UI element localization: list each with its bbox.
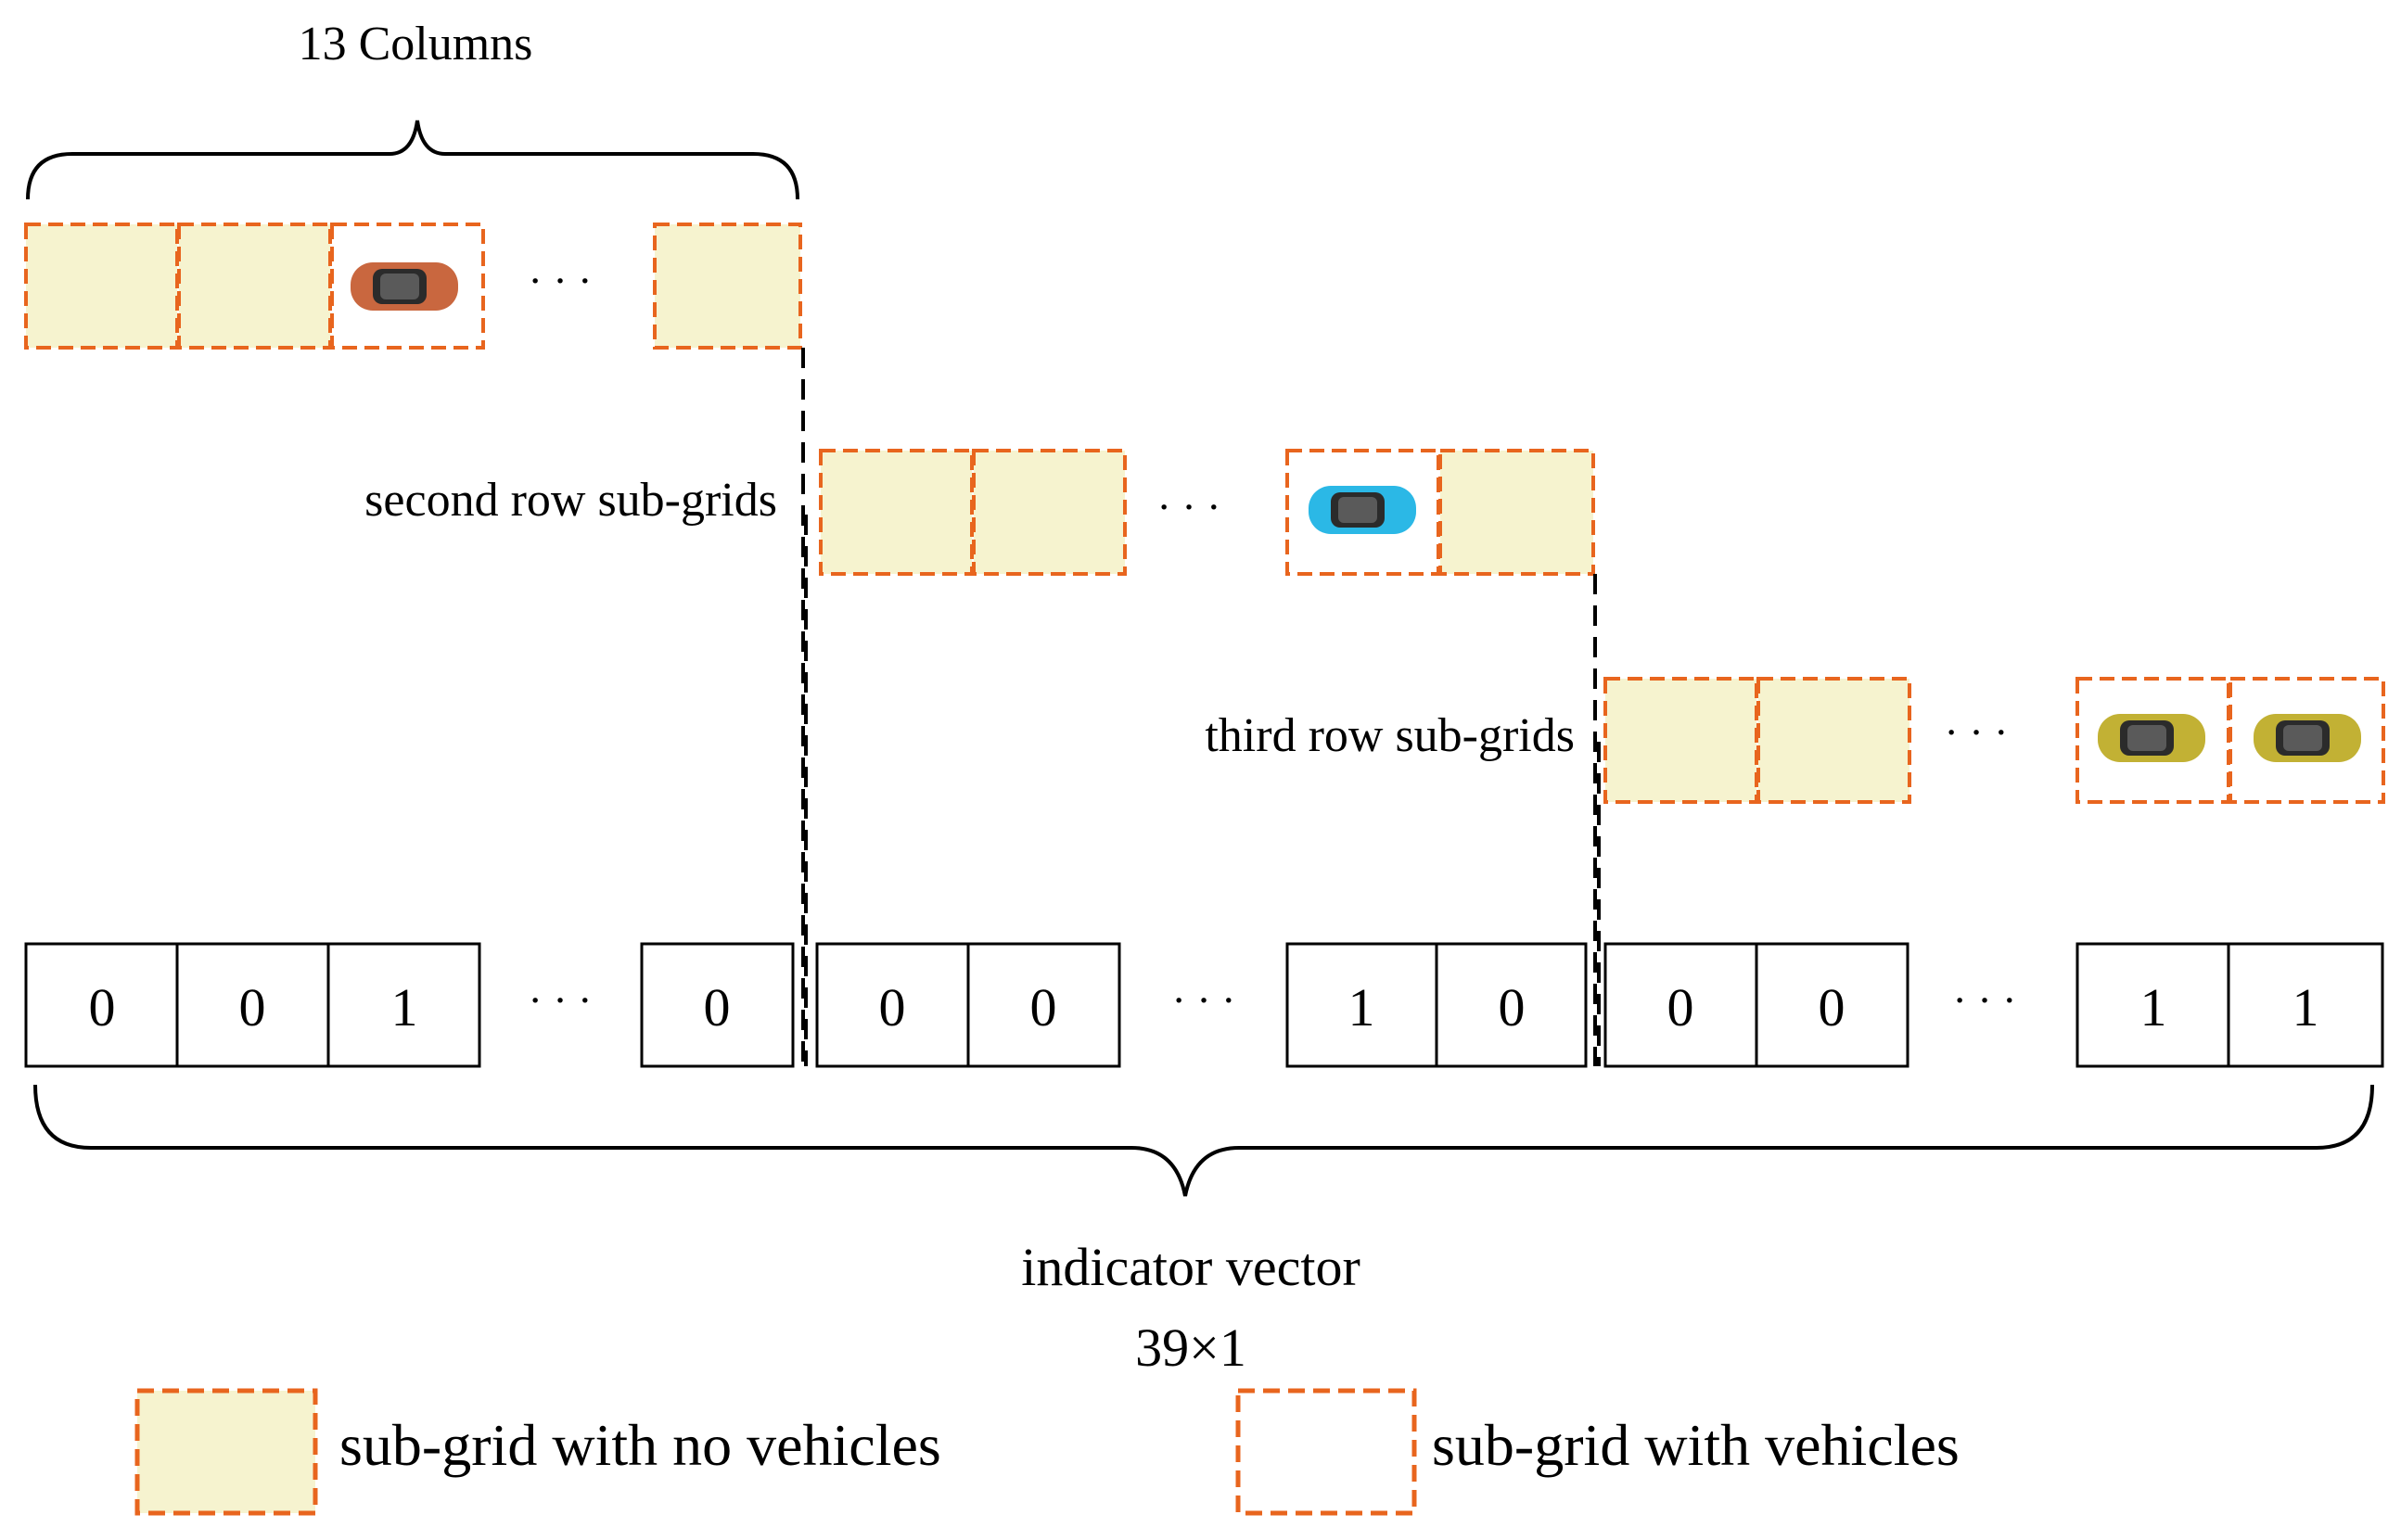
vector-cell bbox=[1285, 942, 1438, 1068]
ellipsis: · · · bbox=[1172, 976, 1236, 1024]
legend-occupied-label: sub-grid with vehicles bbox=[1432, 1412, 1960, 1478]
vector-cell bbox=[1755, 942, 1909, 1068]
ellipsis: · · · bbox=[1945, 708, 2009, 756]
vector-value: 0 bbox=[1819, 977, 1845, 1037]
dimension-label: 39×1 bbox=[1135, 1317, 1246, 1378]
vector-cell bbox=[2075, 942, 2230, 1068]
sub-grid-empty bbox=[177, 223, 332, 350]
sub-grid-empty bbox=[1603, 677, 1758, 804]
vector-cell bbox=[326, 942, 481, 1068]
vector-cell bbox=[1603, 942, 1758, 1068]
vector-value: 0 bbox=[879, 977, 906, 1037]
columns-label: 13 Columns bbox=[299, 18, 533, 70]
vector-cell bbox=[2227, 942, 2384, 1068]
first-row-sub-grids: · · · bbox=[24, 223, 802, 350]
vector-value: 0 bbox=[1499, 977, 1526, 1037]
vector-value: 1 bbox=[391, 977, 418, 1037]
car-icon bbox=[1309, 486, 1416, 534]
vector-cell bbox=[640, 942, 795, 1068]
sub-grid-empty bbox=[653, 223, 802, 350]
vector-value: 1 bbox=[1348, 977, 1375, 1037]
vector-value: 1 bbox=[2140, 977, 2167, 1037]
car-icon bbox=[2254, 714, 2361, 762]
third-row-sub-grids: · · · bbox=[1603, 677, 2385, 804]
vector-cell bbox=[1435, 942, 1588, 1068]
vector-cell bbox=[966, 942, 1121, 1068]
ellipsis: · · · bbox=[1953, 976, 2017, 1024]
indicator-vector: 0 0 1 · · · 0 0 0 · · · 1 0 0 0 · · · 1 … bbox=[24, 942, 2384, 1068]
indicator-label: indicator vector bbox=[1021, 1237, 1360, 1297]
third-row-label: third row sub-grids bbox=[1205, 709, 1575, 762]
sub-grid-empty bbox=[1756, 677, 1911, 804]
vector-value: 0 bbox=[704, 977, 731, 1037]
second-row-label: second row sub-grids bbox=[364, 474, 777, 527]
legend-occupied-swatch bbox=[1235, 1388, 1417, 1516]
sub-grid-empty bbox=[819, 449, 974, 576]
sub-grid-empty bbox=[24, 223, 179, 350]
legend: sub-grid with no vehicles sub-grid with … bbox=[134, 1388, 1960, 1516]
vector-cell bbox=[24, 942, 179, 1068]
car-icon bbox=[351, 262, 458, 311]
ellipsis: · · · bbox=[1157, 483, 1221, 530]
legend-empty-label: sub-grid with no vehicles bbox=[339, 1412, 941, 1478]
columns-brace bbox=[26, 120, 799, 200]
connector-lines bbox=[801, 348, 1601, 1066]
vector-value: 1 bbox=[2292, 977, 2319, 1037]
indicator-brace bbox=[33, 1084, 2374, 1197]
sub-grid-empty bbox=[1438, 449, 1595, 576]
ellipsis: · · · bbox=[529, 257, 593, 304]
ellipsis: · · · bbox=[529, 976, 593, 1024]
legend-empty-swatch bbox=[134, 1388, 318, 1516]
vector-value: 0 bbox=[89, 977, 116, 1037]
vector-value: 0 bbox=[1667, 977, 1694, 1037]
vector-value: 0 bbox=[239, 977, 266, 1037]
car-icon bbox=[2098, 714, 2205, 762]
vector-value: 0 bbox=[1030, 977, 1057, 1037]
sub-grid-empty bbox=[972, 449, 1127, 576]
second-row-sub-grids: · · · bbox=[819, 449, 1595, 576]
